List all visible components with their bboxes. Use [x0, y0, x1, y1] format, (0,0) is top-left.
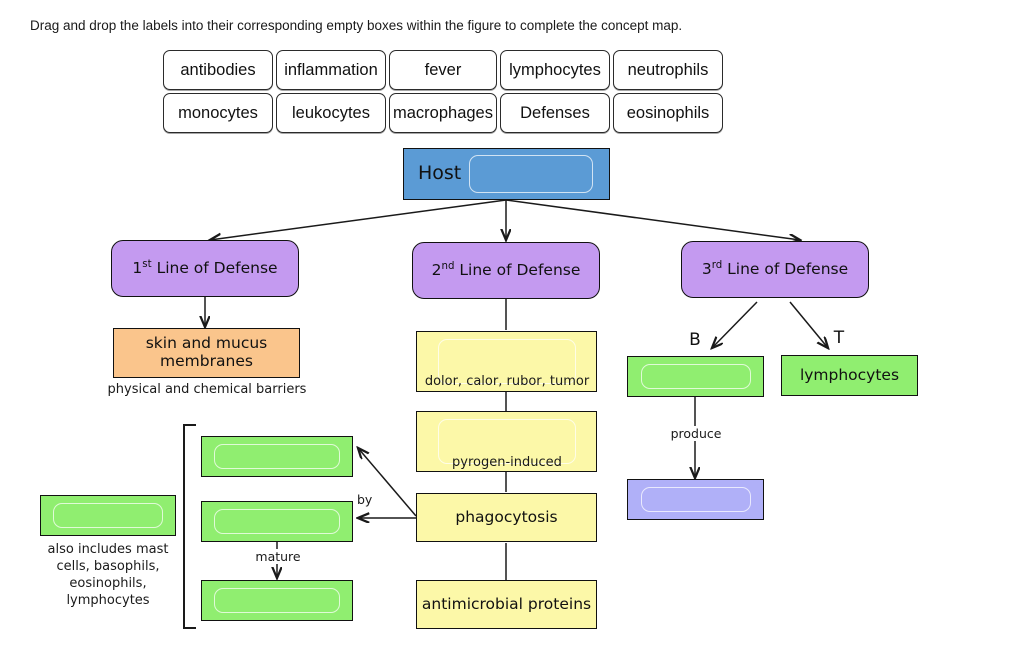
- host-drop-slot[interactable]: [469, 155, 594, 193]
- label-tile-inflammation[interactable]: inflammation: [276, 50, 386, 90]
- second-line-of-defense-label: 2nd Line of Defense: [431, 260, 581, 279]
- instruction-text: Drag and drop the labels into their corr…: [30, 18, 683, 33]
- antibodies-drop-slot[interactable]: [640, 487, 751, 512]
- label-tile-defenses[interactable]: Defenses: [500, 93, 610, 133]
- t-cell-letter: T: [833, 328, 845, 348]
- macrophages-drop-slot[interactable]: [214, 588, 340, 613]
- third-line-of-defense-label: 3rd Line of Defense: [701, 259, 849, 278]
- label-tile-neutrophils[interactable]: neutrophils: [613, 50, 723, 90]
- label-tile-leukocytes[interactable]: leukocytes: [276, 93, 386, 133]
- label-tile-lymphocytes[interactable]: lymphocytes: [500, 50, 610, 90]
- fever-caption: pyrogen-induced: [452, 455, 562, 470]
- label-tile-eosinophils[interactable]: eosinophils: [613, 93, 723, 133]
- neutrophils-drop-node[interactable]: [201, 436, 353, 477]
- fever-drop-slot[interactable]: [437, 419, 576, 464]
- antimicrobial-proteins-node: antimicrobial proteins: [416, 580, 597, 629]
- leukocytes-caption-line-3: eosinophils,: [69, 576, 147, 592]
- leukocytes-drop-slot[interactable]: [53, 503, 163, 528]
- monocytes-drop-slot[interactable]: [214, 509, 340, 534]
- label-bank-row-2: monocytes leukocytes macrophages Defense…: [163, 93, 723, 133]
- phagocytosis-node: phagocytosis: [416, 493, 597, 542]
- host-node[interactable]: Host: [403, 148, 610, 200]
- leukocytes-caption: also includes mast cells, basophils, eos…: [36, 541, 180, 610]
- label-tile-macrophages[interactable]: macrophages: [389, 93, 497, 133]
- inflammation-caption: dolor, calor, rubor, tumor: [424, 374, 590, 389]
- inflammation-drop-slot[interactable]: [437, 339, 576, 384]
- label-tile-antibodies[interactable]: antibodies: [163, 50, 273, 90]
- antimicrobial-proteins-label: antimicrobial proteins: [421, 594, 592, 613]
- b-cell-letter: B: [689, 330, 701, 350]
- mature-edge-label: mature: [248, 549, 308, 564]
- inflammation-drop-node[interactable]: [416, 331, 597, 392]
- antibodies-drop-node[interactable]: [627, 479, 764, 520]
- b-lymphocyte-drop-node[interactable]: [627, 356, 764, 397]
- third-line-of-defense-node[interactable]: 3rd Line of Defense: [681, 241, 869, 298]
- leukocytes-drop-node[interactable]: [40, 495, 176, 536]
- second-line-of-defense-node[interactable]: 2nd Line of Defense: [412, 242, 600, 299]
- b-lymphocyte-drop-slot[interactable]: [640, 364, 751, 389]
- macrophages-drop-node[interactable]: [201, 580, 353, 621]
- leukocytes-caption-line-4: lymphocytes: [66, 593, 150, 609]
- neutrophils-drop-slot[interactable]: [214, 444, 340, 469]
- phagocytosis-label: phagocytosis: [455, 507, 558, 526]
- by-edge-label: by: [355, 492, 375, 507]
- skin-and-mucus-membranes-node: skin and mucus membranes: [113, 328, 300, 378]
- first-line-of-defense-label: 1st Line of Defense: [132, 258, 278, 277]
- physical-chemical-barriers-caption: physical and chemical barriers: [107, 382, 307, 397]
- leukocytes-caption-line-1: also includes mast: [47, 542, 169, 557]
- host-label: Host: [418, 162, 462, 185]
- t-lymphocytes-node: lymphocytes: [781, 355, 918, 396]
- label-tile-monocytes[interactable]: monocytes: [163, 93, 273, 133]
- produce-edge-label: produce: [665, 426, 727, 441]
- skin-and-mucus-membranes-label: skin and mucus membranes: [145, 334, 268, 370]
- leukocytes-caption-line-2: cells, basophils,: [56, 559, 160, 575]
- first-line-of-defense-node[interactable]: 1st Line of Defense: [111, 240, 299, 297]
- fever-drop-node[interactable]: [416, 411, 597, 472]
- monocytes-drop-node[interactable]: [201, 501, 353, 542]
- leukocyte-group-bracket: [183, 424, 196, 629]
- label-tile-fever[interactable]: fever: [389, 50, 497, 90]
- label-bank-row-1: antibodies inflammation fever lymphocyte…: [163, 50, 723, 90]
- t-lymphocytes-label: lymphocytes: [799, 365, 900, 384]
